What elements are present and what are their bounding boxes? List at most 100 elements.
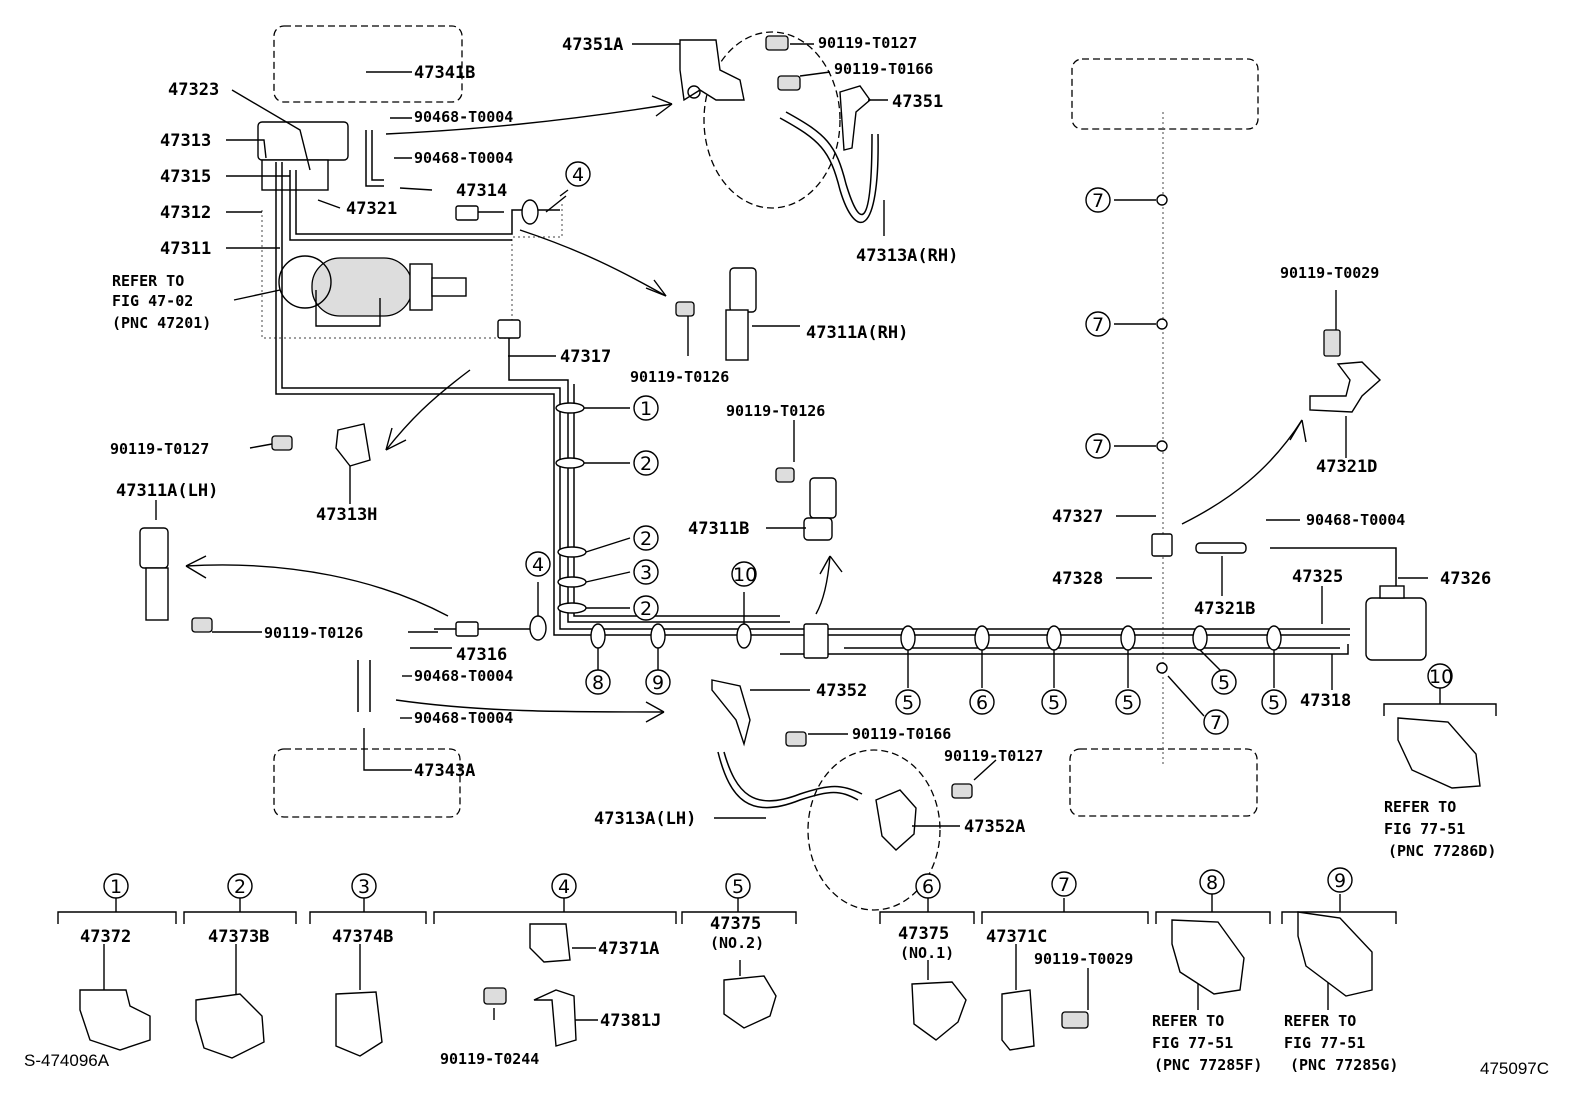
callout-4-mid: 4 (532, 554, 544, 576)
refer-8-line1: REFER TO (1152, 1012, 1224, 1030)
label-47351A: 47351A (562, 35, 623, 55)
label-90119-T0166-b: 90119-T0166 (852, 725, 951, 743)
key-label-47375-a-sub: (NO.2) (710, 934, 764, 952)
callout-7-b: 7 (1092, 314, 1104, 336)
key-label-47381J: 47381J (600, 1011, 661, 1031)
key-callout-4: 4 (558, 876, 570, 898)
label-90119-T0029-a: 90119-T0029 (1280, 264, 1379, 282)
parts-key: 1 2 3 4 5 6 7 8 9 47372 47373B 47374B 47… (57, 867, 1398, 1074)
label-47326: 47326 (1440, 569, 1491, 589)
brake-pipes (275, 111, 1397, 809)
label-47327: 47327 (1052, 507, 1103, 527)
refer-fig47-line1: REFER TO (112, 272, 184, 290)
bracket-47352 (711, 679, 807, 747)
key-callout-9: 9 (1334, 870, 1346, 892)
label-47352: 47352 (816, 681, 867, 701)
bracket-47352A (875, 783, 973, 851)
key-label-47373B: 47373B (208, 927, 269, 947)
label-47321: 47321 (346, 199, 397, 219)
label-47318: 47318 (1300, 691, 1351, 711)
label-90468-T0004-e: 90468-T0004 (1306, 511, 1405, 529)
callout-1: 1 (640, 398, 652, 420)
tee-47321D (1309, 329, 1382, 413)
key-label-47375-b-sub: (NO.1) (900, 944, 954, 962)
label-47328: 47328 (1052, 569, 1103, 589)
refer-9-line1: REFER TO (1284, 1012, 1356, 1030)
label-47321D: 47321D (1316, 457, 1377, 477)
callout-9-mid: 9 (652, 672, 664, 694)
label-47311B: 47311B (688, 519, 749, 539)
clip-9-detail (1297, 911, 1373, 997)
label-47315: 47315 (160, 167, 211, 187)
label-47312: 47312 (160, 203, 211, 223)
bolt-90119-T0244 (483, 987, 507, 1005)
joint-47316 (455, 621, 829, 659)
bracket-47381J (533, 989, 577, 1047)
junction-block-47326 (1365, 585, 1427, 661)
bracket-47313H (271, 423, 371, 467)
callout-10-mid: 10 (733, 564, 757, 586)
refer-8-line3: (PNC 77285F) (1154, 1056, 1262, 1074)
label-90468-T0004-b: 90468-T0004 (414, 149, 513, 167)
label-90119-T0127-b: 90119-T0127 (110, 440, 209, 458)
key-callout-7: 7 (1058, 874, 1070, 896)
area-bottom-right (1069, 748, 1258, 817)
callout-5-d: 5 (1218, 672, 1230, 694)
label-90119-T0126-c: 90119-T0126 (264, 624, 363, 642)
key-label-47372: 47372 (80, 927, 131, 947)
refer-10-line2: FIG 77-51 (1384, 820, 1465, 838)
part-labels: 47351A 90119-T0127 90119-T0166 4 7 3 5 1 473… (110, 34, 1496, 860)
label-47314: 47314 (456, 181, 507, 201)
flow-arrows (185, 95, 1307, 723)
label-90119-T0127-c: 90119-T0127 (944, 747, 1043, 765)
callout-2-c: 2 (640, 598, 652, 620)
key-callout-5: 5 (732, 876, 744, 898)
label-47343A: 47343A (414, 761, 475, 781)
label-90468-T0004-c: 90468-T0004 (414, 667, 513, 685)
label-90119-T0166-a: 90119-T0166 (834, 60, 933, 78)
clip-47372 (79, 989, 151, 1051)
callout-circles: 4 1 2 2 3 2 4 10 8 9 5 6 5 5 5 5 7 7 7 7… (525, 161, 1453, 735)
valve-47311B (775, 467, 837, 541)
bolt-90119-T0166-top (777, 75, 801, 91)
key-callout-6: 6 (922, 876, 934, 898)
callout-5-e: 5 (1268, 692, 1280, 714)
bolt-90119-T0127-top (765, 35, 789, 51)
label-47325: 47325 (1292, 567, 1343, 587)
label-47311A-LH: 47311A(LH) (116, 481, 218, 501)
figure-code-right: 475097C (1480, 1059, 1549, 1078)
callout-10-right: 10 (1429, 666, 1453, 688)
key-label-47374B: 47374B (332, 927, 393, 947)
label-90119-T0126-a: 90119-T0126 (630, 368, 729, 386)
pipe-clamps (455, 194, 1282, 674)
tee-47317 (497, 319, 521, 339)
callout-4-top: 4 (572, 164, 584, 186)
clip-47371A (529, 923, 571, 963)
key-label-47375-a: 47375 (710, 914, 761, 934)
clip-8-detail (1171, 919, 1245, 995)
area-bottom-left (273, 748, 461, 818)
callout-2-b: 2 (640, 528, 652, 550)
key-label-47375-b: 47375 (898, 924, 949, 944)
tee-47328 (1151, 533, 1173, 557)
callout-7-a: 7 (1092, 190, 1104, 212)
area-top-left (273, 25, 463, 103)
callout-6-mid: 6 (976, 692, 988, 714)
leader-lines (155, 43, 1497, 827)
callout-5-a: 5 (902, 692, 914, 714)
label-90119-T0127-a: 90119-T0127 (818, 34, 917, 52)
label-47313A-RH: 47313A(RH) (856, 246, 958, 266)
area-top-right (1071, 58, 1259, 130)
key-label-90119-T0029: 90119-T0029 (1034, 950, 1133, 968)
label-47341B: 47341B (414, 63, 475, 83)
callout-3: 3 (640, 562, 652, 584)
key-callout-1: 1 (110, 876, 122, 898)
clip-47373B (195, 993, 265, 1059)
label-47311A-RH: 47311A(RH) (806, 323, 908, 343)
key-callout-2: 2 (234, 876, 246, 898)
key-callout-8: 8 (1206, 872, 1218, 894)
clamp-47371C (1001, 989, 1035, 1051)
bracket-47351A (679, 39, 745, 102)
valve-47311A-RH (675, 267, 757, 361)
